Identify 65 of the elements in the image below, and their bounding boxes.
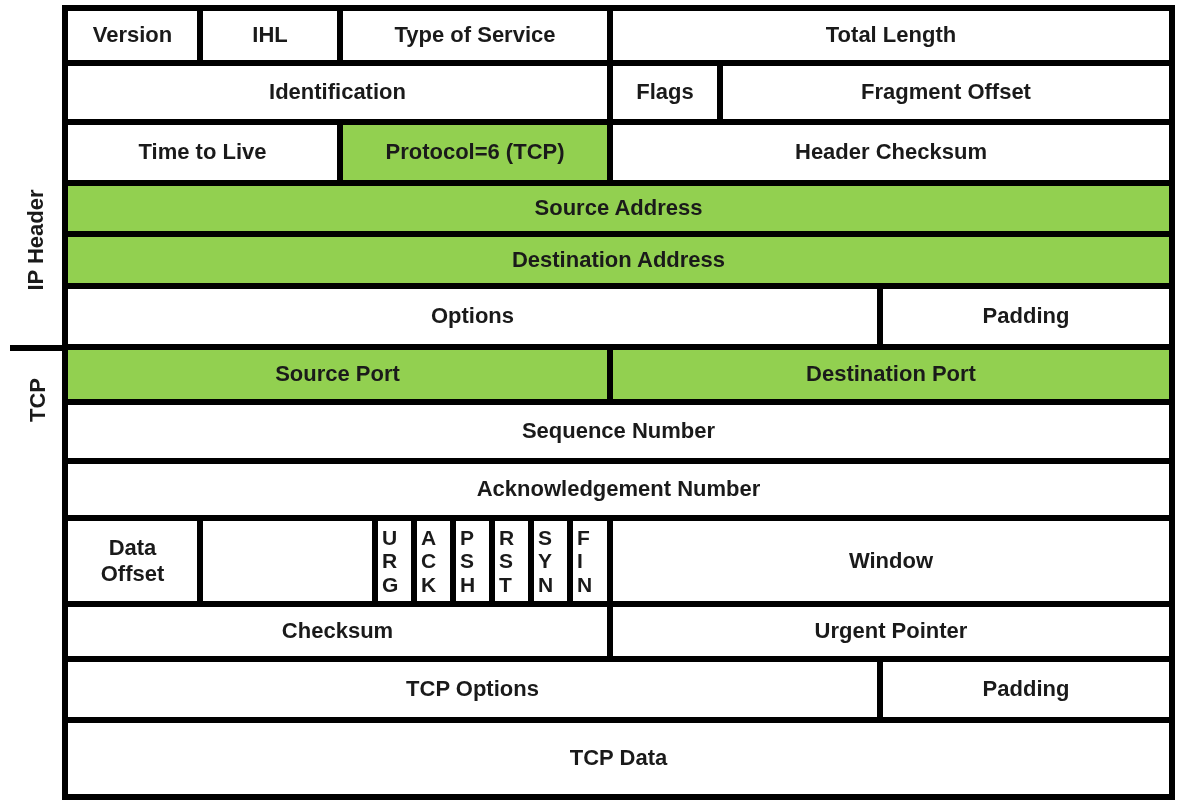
header-field bbox=[68, 237, 1169, 283]
header-field bbox=[68, 521, 197, 601]
field-name: Fragment Offset bbox=[861, 79, 1031, 106]
header-field bbox=[68, 350, 607, 399]
field-name: Header Checksum bbox=[795, 139, 987, 166]
header-field bbox=[613, 521, 1169, 601]
field-name: Urgent Pointer bbox=[814, 618, 968, 645]
field-name: Padding bbox=[982, 676, 1070, 703]
field-name: Padding bbox=[982, 303, 1070, 330]
header-field bbox=[68, 662, 877, 717]
field-name: Data Offset bbox=[99, 534, 166, 588]
flag-name: PSH bbox=[460, 525, 477, 597]
header-field bbox=[68, 125, 337, 180]
flag-field bbox=[534, 521, 567, 601]
field-name: Flags bbox=[636, 79, 694, 106]
field-name: Source Port bbox=[275, 361, 400, 388]
field-name: Type of Service bbox=[394, 22, 556, 49]
header-field bbox=[883, 662, 1169, 717]
field-name: Sequence Number bbox=[521, 418, 716, 445]
field-name: Checksum bbox=[281, 618, 394, 645]
field-name: TCP Data bbox=[569, 745, 668, 772]
flag-name: ACK bbox=[421, 525, 438, 597]
flag-field bbox=[417, 521, 450, 601]
field-name: IHL bbox=[252, 22, 288, 49]
field-name: Total Length bbox=[825, 22, 957, 49]
field-name: Options bbox=[430, 303, 515, 330]
header-field bbox=[68, 723, 1169, 794]
flag-field bbox=[456, 521, 489, 601]
header-field bbox=[613, 66, 717, 119]
flag-name: RST bbox=[499, 525, 516, 597]
field-name: Window bbox=[848, 547, 934, 575]
flag-name: URG bbox=[382, 525, 399, 597]
header-field bbox=[68, 607, 607, 656]
field-name: Source Address bbox=[534, 195, 703, 222]
flag-name: FIN bbox=[577, 525, 594, 597]
header-field bbox=[68, 405, 1169, 458]
section-label: TCP bbox=[25, 378, 51, 422]
header-field bbox=[613, 350, 1169, 399]
header-field bbox=[68, 11, 197, 60]
flag-field bbox=[378, 521, 411, 601]
flag-field bbox=[495, 521, 528, 601]
field-name: TCP Options bbox=[406, 676, 539, 703]
flag-field bbox=[573, 521, 607, 601]
header-field bbox=[613, 11, 1169, 60]
field-name: Time to Live bbox=[138, 139, 267, 166]
section-label: IP Header bbox=[23, 189, 49, 291]
header-field bbox=[613, 607, 1169, 656]
header-field bbox=[343, 125, 607, 180]
field-name: Destination Address bbox=[511, 246, 726, 274]
header-field bbox=[203, 11, 337, 60]
field-name: Destination Port bbox=[806, 361, 976, 388]
field-name: Identification bbox=[269, 79, 406, 106]
header-field bbox=[883, 289, 1169, 344]
field-name: Version bbox=[92, 22, 173, 49]
header-field bbox=[68, 186, 1169, 231]
header-field bbox=[68, 66, 607, 119]
header-field bbox=[68, 464, 1169, 515]
header-field bbox=[613, 125, 1169, 180]
reserved-field bbox=[203, 521, 372, 601]
header-field bbox=[723, 66, 1169, 119]
field-name: Protocol=6 (TCP) bbox=[385, 139, 565, 166]
header-field bbox=[343, 11, 607, 60]
flag-name: SYN bbox=[538, 525, 555, 597]
header-field bbox=[68, 289, 877, 344]
field-name: Acknowledgement Number bbox=[476, 476, 761, 503]
